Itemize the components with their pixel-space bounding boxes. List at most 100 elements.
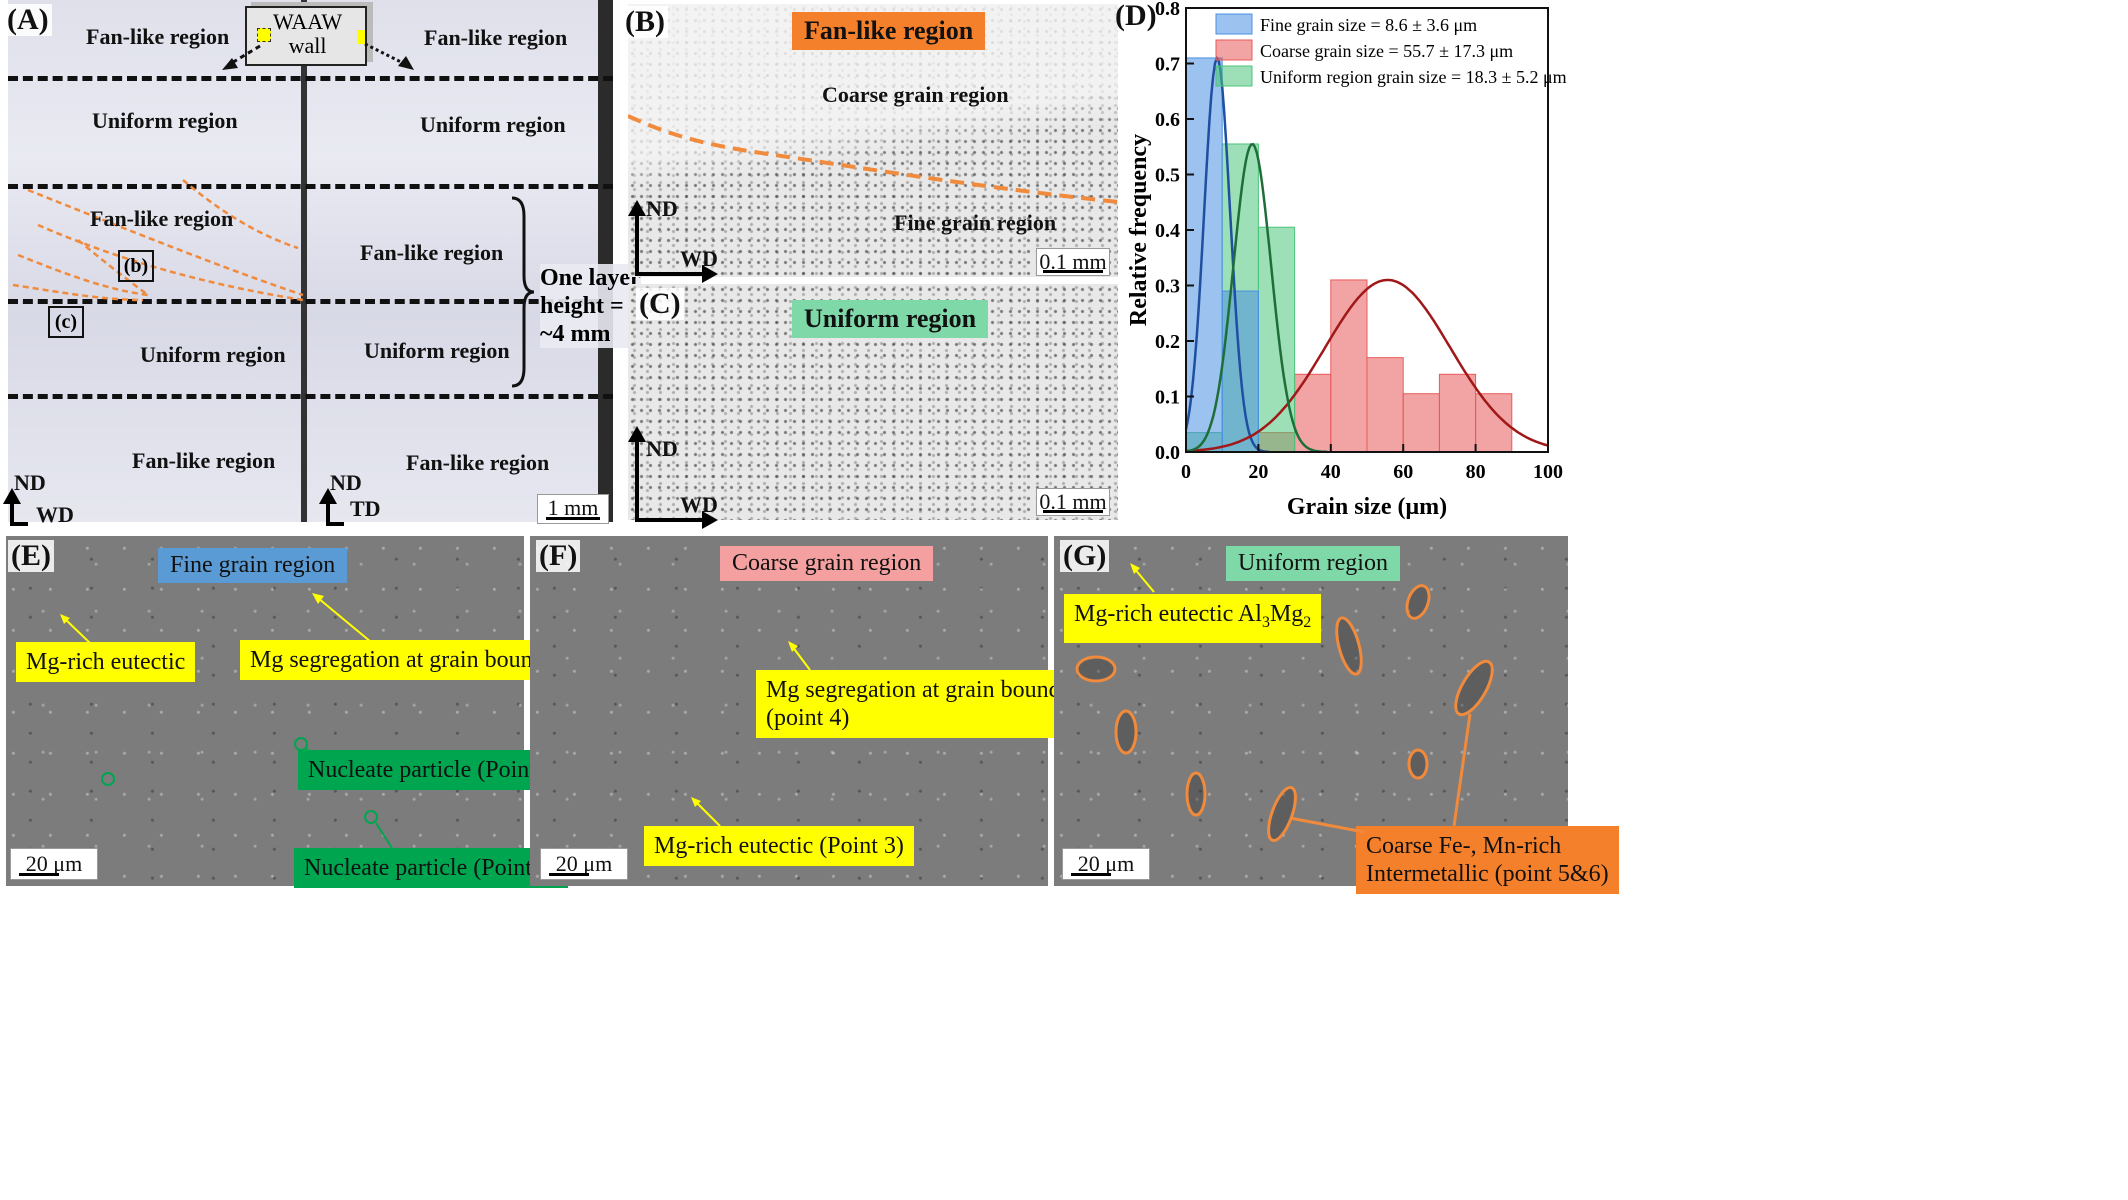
panel-e-header: Fine grain region <box>158 548 348 583</box>
a-right-region-5: Fan-like region <box>406 450 550 475</box>
f-tag-mg-segregation: Mg segregation at grain boundary (point … <box>756 670 1102 738</box>
f-scale-text: 20 μm <box>555 851 613 876</box>
legend-swatch-0 <box>1215 13 1253 35</box>
c-axis-wd: WD <box>680 492 718 517</box>
layer-height-text: One layer height = ~4 mm <box>540 264 641 348</box>
y-tick-label-8: 0.8 <box>1155 0 1180 20</box>
inset-b-label: (b) <box>123 255 149 277</box>
y-tick-label-5: 0.5 <box>1155 165 1180 187</box>
a-left-axis-wd: WD <box>36 502 74 527</box>
inset-c-label: (c) <box>54 311 78 333</box>
b-scale-line <box>1043 270 1103 273</box>
fan-boundary-lines <box>12 179 304 302</box>
y-tick-label-6: 0.6 <box>1155 109 1180 131</box>
g-scale-line <box>1071 873 1111 876</box>
coarse-fine-boundary <box>628 114 1118 204</box>
e-tag-nucleate-2: Nucleate particle (Point 2) <box>294 848 568 888</box>
f-tag-mg-eutectic: Mg-rich eutectic (Point 3) <box>644 826 914 866</box>
e-tag-mg-eutectic: Mg-rich eutectic <box>16 642 196 682</box>
legend-label-2: Uniform region grain size = 18.3 ± 5.2 μ… <box>1260 67 1567 87</box>
f-scale-line <box>549 873 589 876</box>
x-tick-label-2: 40 <box>1321 461 1341 483</box>
c-axis-v <box>635 440 639 522</box>
layer-line-1 <box>8 76 613 81</box>
waaw-marker-left <box>257 28 271 42</box>
a-left-axis-v <box>10 500 14 526</box>
layer-line-2 <box>8 184 613 189</box>
f-arrows <box>691 641 811 827</box>
a-right-region-4: Uniform region <box>364 338 510 363</box>
panel-b-header: Fan-like region <box>792 12 986 50</box>
panel-f-label: (F) <box>536 540 581 572</box>
b-axis-h <box>635 272 705 276</box>
waaw-arrows <box>222 42 414 70</box>
panel-d-label: (D) <box>1115 0 1157 32</box>
legend-label-1: Coarse grain size = 55.7 ± 17.3 μm <box>1260 41 1513 61</box>
legend-label-0: Fine grain size = 8.6 ± 3.6 μm <box>1260 15 1477 35</box>
a-right-arrowhead-v <box>319 488 337 504</box>
a-left-region-5: Fan-like region <box>132 448 276 473</box>
x-tick-label-5: 100 <box>1533 461 1563 483</box>
fit-curve-1 <box>1185 278 1549 453</box>
legend-swatch-1 <box>1215 39 1253 61</box>
a-scale-line <box>546 517 600 520</box>
g-tag-mg-eutectic: Mg-rich eutectic Al3Mg2 <box>1064 594 1322 643</box>
fit-curve-0 <box>1184 55 1270 454</box>
panel-e-label: (E) <box>8 540 54 572</box>
a-left-region-2: Uniform region <box>92 108 238 133</box>
b-axis-nd: ND <box>646 196 678 221</box>
b-scale-text: 0.1 mm <box>1039 249 1107 274</box>
e-tag-nucleate-1: Nucleate particle (Point 1) <box>298 750 572 790</box>
b-fine-label: Fine grain region <box>894 210 1057 235</box>
b-axis-wd: WD <box>680 246 718 271</box>
panel-e-sem <box>6 536 524 886</box>
g-scale-text: 20 μm <box>1077 851 1135 876</box>
a-left-region-4: Uniform region <box>140 342 286 367</box>
legend-swatch-2 <box>1215 65 1253 87</box>
y-tick-label-2: 0.2 <box>1155 331 1180 353</box>
a-right-axis-v <box>326 500 330 526</box>
waaw-marker-right <box>357 30 365 44</box>
x-axis-label: Grain size (μm) <box>1287 494 1447 520</box>
c-axis-h <box>635 518 705 522</box>
y-tick-label-1: 0.1 <box>1155 387 1180 409</box>
e-tag-mg-segregation: Mg segregation at grain boundary <box>240 640 586 680</box>
c-arrowhead-h <box>702 511 718 529</box>
a-right-axis-td: TD <box>350 496 381 521</box>
f-scale-bar: 20 μm <box>540 848 628 880</box>
b-arrowhead-h <box>702 265 718 283</box>
g-annotations <box>1075 563 1494 843</box>
bar-s1-b3 <box>1366 357 1404 453</box>
x-tick-label-4: 80 <box>1466 461 1486 483</box>
e-scale-bar: 20 μm <box>10 848 98 880</box>
e-scale-line <box>19 873 59 876</box>
b-arrowhead-v <box>628 200 646 216</box>
bar-s1-b2 <box>1330 279 1368 453</box>
waaw-wall-box: WAAW wall <box>245 6 367 66</box>
panel-a-macrograph <box>8 0 613 522</box>
y-tick-label-7: 0.7 <box>1155 54 1180 76</box>
a-right-region-2: Uniform region <box>420 112 566 137</box>
b-coarse-label: Coarse grain region <box>822 82 1009 107</box>
g-tag-sub-1: 3 <box>1261 613 1270 631</box>
layer-line-3 <box>8 299 613 304</box>
layer-brace <box>511 196 535 388</box>
x-tick-label-0: 0 <box>1181 461 1191 483</box>
y-tick-label-3: 0.3 <box>1155 276 1180 298</box>
y-axis-label: Relative frequency <box>1126 134 1152 326</box>
a-scale-bar: 1 mm <box>537 494 609 524</box>
c-arrowhead-v <box>628 426 646 442</box>
a-right-region-3: Fan-like region <box>360 240 504 265</box>
bar-s1-b4 <box>1402 393 1440 453</box>
b-scale-bar: 0.1 mm <box>1036 248 1110 276</box>
c-axis-nd: ND <box>646 436 678 461</box>
a-left-region-1: Fan-like region <box>86 24 230 49</box>
a-left-region-3: Fan-like region <box>90 206 234 231</box>
bar-s2-b2 <box>1257 226 1296 453</box>
g-tag-text-b: Mg <box>1269 601 1304 627</box>
waaw-wall-label: WAAW wall <box>273 9 343 58</box>
c-scale-line <box>1043 510 1103 513</box>
inset-c-box: (c) <box>48 306 84 338</box>
c-scale-bar: 0.1 mm <box>1036 488 1110 516</box>
